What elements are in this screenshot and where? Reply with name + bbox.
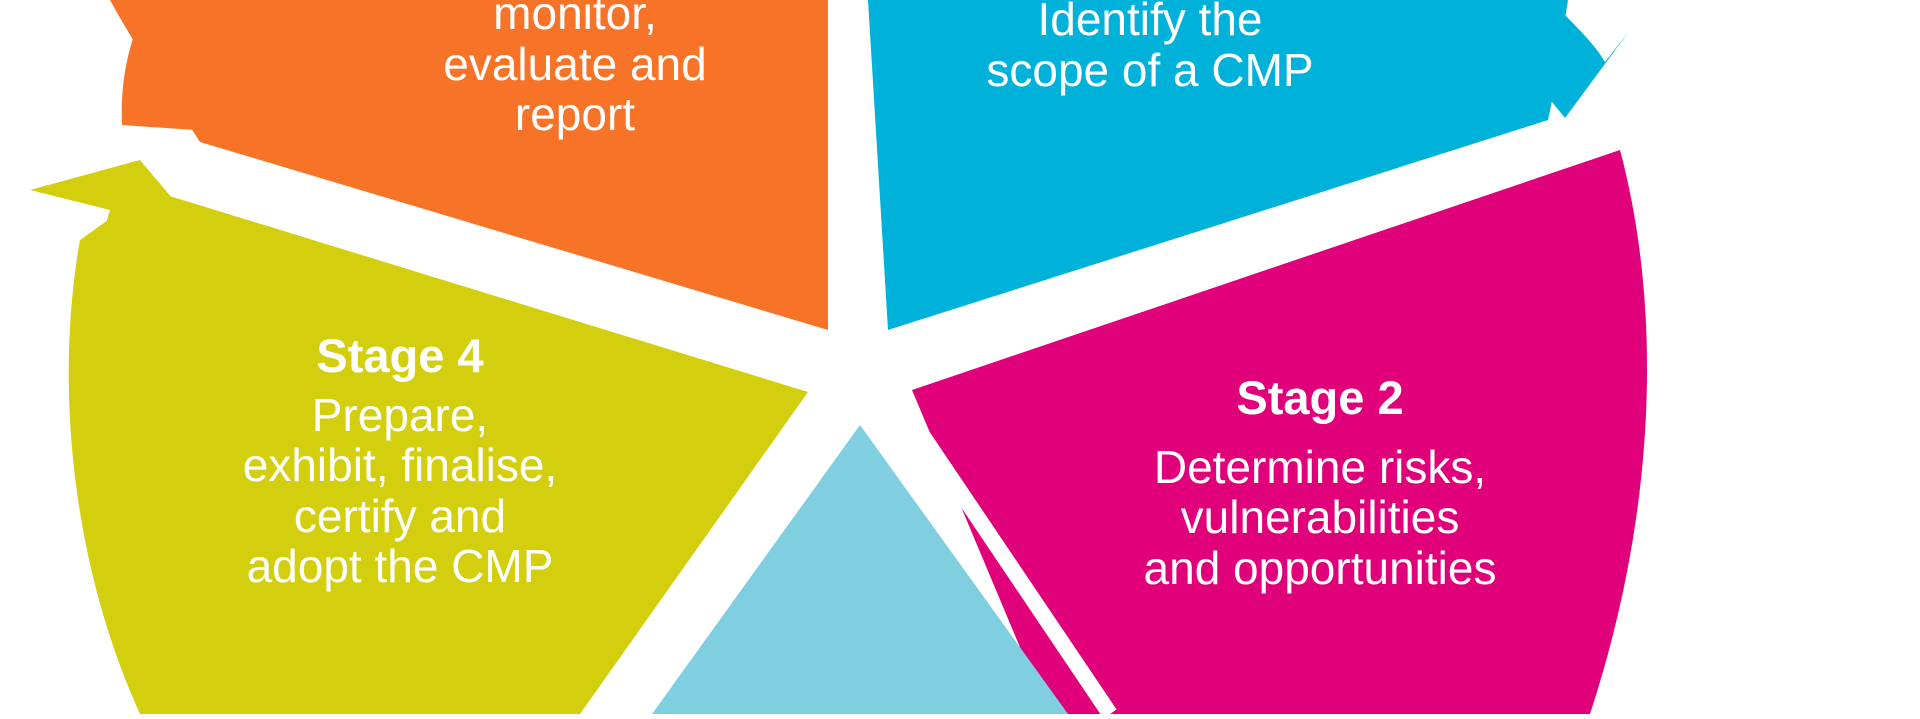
stage4-title: Stage 4 [316, 329, 484, 382]
stage4-arrow [30, 160, 220, 470]
stage2-title: Stage 2 [1236, 371, 1404, 424]
stage1-description: Identify the scope of a CMP [986, 0, 1314, 96]
stage1-arrow [1480, 0, 1630, 118]
stage1-segment [868, 0, 1568, 330]
stage2-segment [912, 150, 1648, 714]
stage5-label: monitor, evaluate and report [380, 0, 770, 140]
segment-dividers [157, 0, 1623, 719]
stage4-description: Prepare, exhibit, finalise, certify and … [242, 388, 558, 593]
stage4-label: Stage 4 Prepare, exhibit, finalise, cert… [170, 330, 630, 592]
stage1-label: Identify the scope of a CMP [900, 0, 1400, 95]
stage2-description: Determine risks, vulnerabilities and opp… [1143, 440, 1497, 594]
stage5-segment [110, 0, 828, 330]
stage4-segment [68, 190, 808, 714]
stage5-description: monitor, evaluate and report [443, 0, 707, 141]
stage5-arrow [121, 0, 235, 130]
stage3-segment [652, 425, 1068, 714]
stage2-label: Stage 2 Determine risks, vulnerabilities… [1100, 372, 1540, 593]
